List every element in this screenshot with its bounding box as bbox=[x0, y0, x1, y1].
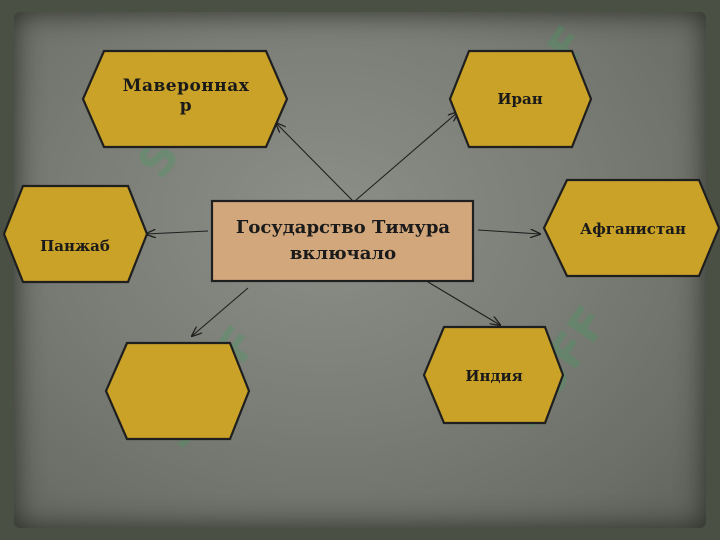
arrow-to-maverannahr bbox=[276, 123, 353, 201]
hexagon-empty bbox=[104, 341, 251, 441]
arrow-to-iran bbox=[355, 112, 458, 201]
node-label-panjab: Панжаб bbox=[40, 237, 110, 255]
node-label-afghanistan: Афганистан bbox=[580, 220, 686, 238]
arrow-to-india bbox=[427, 281, 500, 325]
hexagon-iran bbox=[448, 49, 593, 149]
hexagon-afghanistan bbox=[542, 178, 720, 278]
node-label-maverannahr: Мавероннахр bbox=[122, 76, 250, 116]
arrow-to-afghanistan bbox=[477, 230, 540, 234]
center-box bbox=[210, 199, 475, 283]
hexagon-india bbox=[422, 325, 565, 425]
arrow-to-empty bbox=[192, 287, 249, 336]
node-label-india: Индия bbox=[465, 367, 523, 385]
node-label-empty bbox=[128, 378, 228, 404]
center-title: Государство Тимура включало bbox=[235, 217, 451, 264]
hexagon-panjab bbox=[2, 184, 149, 284]
hexagon-maverannahr bbox=[81, 49, 289, 149]
node-label-iran: Иран bbox=[497, 90, 543, 108]
arrow-to-panjab bbox=[146, 231, 209, 234]
